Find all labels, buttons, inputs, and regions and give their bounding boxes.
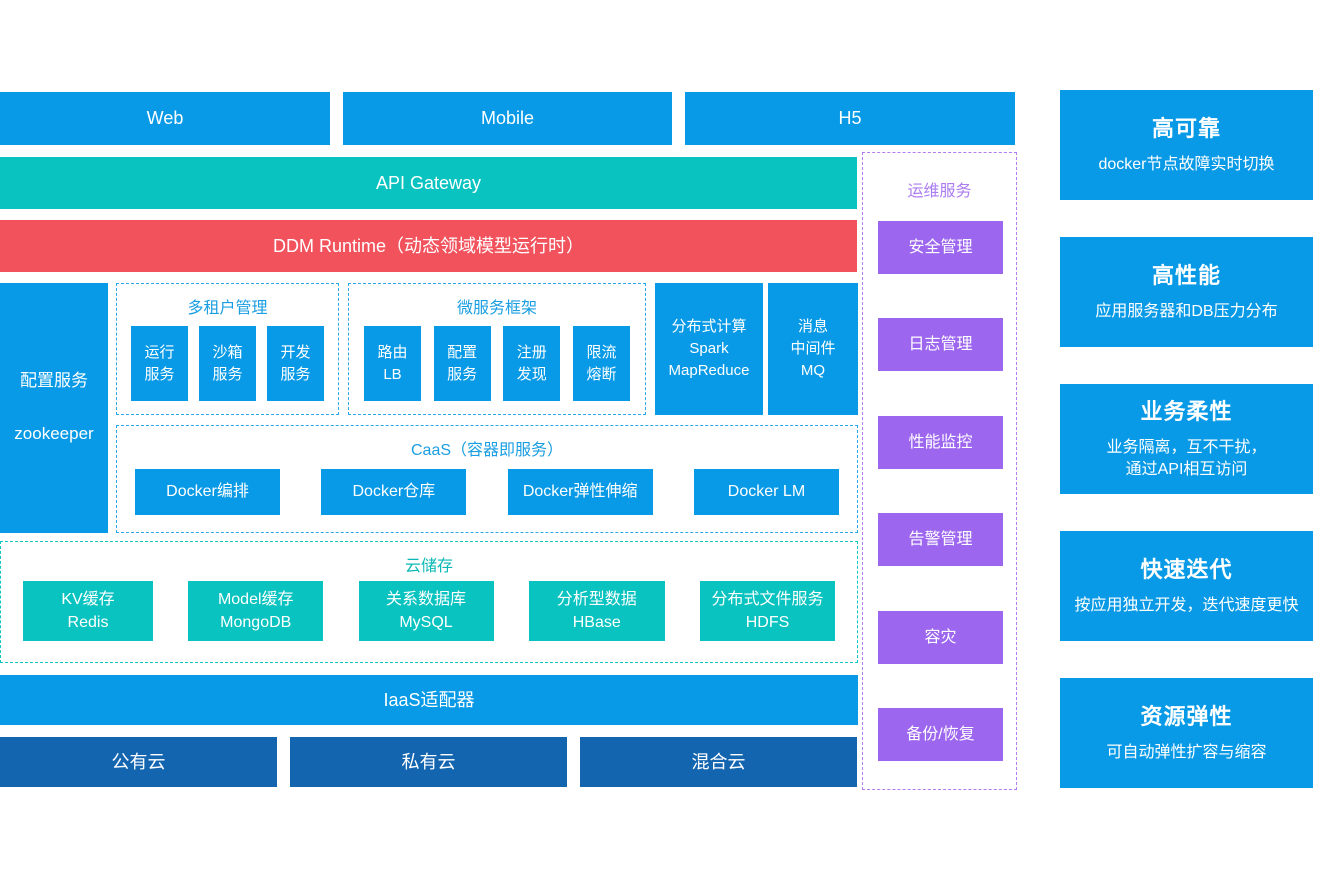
ops-services-title: 运维服务 [907, 183, 972, 200]
benefit-card-high-availability: 高可靠 docker节点故障实时切换 [1060, 90, 1313, 200]
cloud-storage-title: 云储存 [404, 558, 453, 575]
disaster-recovery-box: 容灾 [878, 611, 1003, 664]
docker-registry-box: Docker仓库 [321, 469, 467, 515]
zookeeper-label: zookeeper [14, 424, 94, 443]
benefit-card-fast-iteration: 快速迭代 按应用独立开发，迭代速度更快 [1060, 531, 1313, 641]
client-h5-box: H5 [685, 92, 1015, 145]
config-service-label: 配置服务 [20, 371, 88, 391]
hbase-box: 分析型数据 HBase [528, 581, 665, 641]
message-middleware-box: 消息 中间件 MQ [768, 283, 858, 415]
hybrid-cloud-box: 混合云 [580, 737, 857, 787]
sandbox-service-box: 沙箱 服务 [199, 326, 256, 401]
benefit-desc: 按应用独立开发，迭代速度更快 [1074, 597, 1299, 615]
benefit-card-resource-elasticity: 资源弹性 可自动弹性扩容与缩容 [1060, 678, 1313, 788]
cloud-storage-group: 云储存 KV缓存 Redis Model缓存 MongoDB 关系数据库 MyS… [0, 541, 858, 663]
benefit-title: 资源弹性 [1140, 704, 1233, 730]
benefit-card-business-flexibility: 业务柔性 业务隔离，互不干扰， 通过API相互访问 [1060, 384, 1313, 494]
distributed-compute-box: 分布式计算 Spark MapReduce [655, 283, 763, 415]
log-mgmt-box: 日志管理 [878, 318, 1003, 371]
benefit-desc: 可自动弹性扩容与缩容 [1106, 744, 1267, 762]
dev-service-box: 开发 服务 [267, 326, 324, 401]
docker-lm-box: Docker LM [693, 469, 839, 515]
microservice-group-title: 微服务框架 [456, 300, 537, 317]
registry-discovery-box: 注册 发现 [503, 326, 561, 401]
client-web-box: Web [0, 92, 330, 145]
rate-limit-circuit-box: 限流 熔断 [572, 326, 630, 401]
mongodb-box: Model缓存 MongoDB [188, 581, 324, 641]
caas-group: CaaS（容器即服务） Docker编排 Docker仓库 Docker弹性伸缩… [116, 425, 858, 533]
benefit-title: 高可靠 [1151, 116, 1221, 142]
iaas-adapter-bar: IaaS适配器 [0, 675, 858, 725]
ddm-runtime-bar: DDM Runtime（动态领域模型运行时） [0, 220, 857, 272]
benefit-title: 业务柔性 [1140, 399, 1233, 425]
benefit-desc: 应用服务器和DB压力分布 [1095, 303, 1278, 321]
security-mgmt-box: 安全管理 [878, 221, 1003, 274]
hdfs-box: 分布式文件服务 HDFS [700, 581, 835, 641]
public-cloud-box: 公有云 [0, 737, 277, 787]
benefit-title: 快速迭代 [1140, 557, 1233, 583]
perf-monitor-box: 性能监控 [878, 416, 1003, 469]
ops-services-group: 运维服务 安全管理 日志管理 性能监控 告警管理 容灾 备份/恢复 [862, 152, 1017, 790]
client-mobile-box: Mobile [343, 92, 672, 145]
redis-box: KV缓存 Redis [23, 581, 153, 641]
private-cloud-box: 私有云 [290, 737, 567, 787]
benefit-desc: 业务隔离，互不干扰， 通过API相互访问 [1106, 439, 1267, 479]
caas-group-title: CaaS（容器即服务） [410, 442, 564, 459]
backup-restore-box: 备份/恢复 [878, 708, 1003, 761]
benefit-desc: docker节点故障实时切换 [1098, 156, 1275, 174]
mysql-box: 关系数据库 MySQL [358, 581, 494, 641]
tenant-group-title: 多租户管理 [187, 300, 268, 317]
config-center-box: 配置 服务 [433, 326, 491, 401]
route-lb-box: 路由 LB [364, 326, 421, 401]
runtime-service-box: 运行 服务 [131, 326, 188, 401]
config-service-zookeeper-box: 配置服务 zookeeper [0, 283, 108, 533]
docker-autoscaling-box: Docker弹性伸缩 [507, 469, 653, 515]
microservice-framework-group: 微服务框架 路由 LB 配置 服务 注册 发现 限流 熔断 [348, 283, 646, 415]
alarm-mgmt-box: 告警管理 [878, 513, 1003, 566]
api-gateway-bar: API Gateway [0, 157, 857, 209]
benefit-title: 高性能 [1151, 263, 1221, 289]
tenant-management-group: 多租户管理 运行 服务 沙箱 服务 开发 服务 [116, 283, 339, 415]
benefit-card-high-performance: 高性能 应用服务器和DB压力分布 [1060, 237, 1313, 347]
docker-orchestration-box: Docker编排 [135, 469, 280, 515]
